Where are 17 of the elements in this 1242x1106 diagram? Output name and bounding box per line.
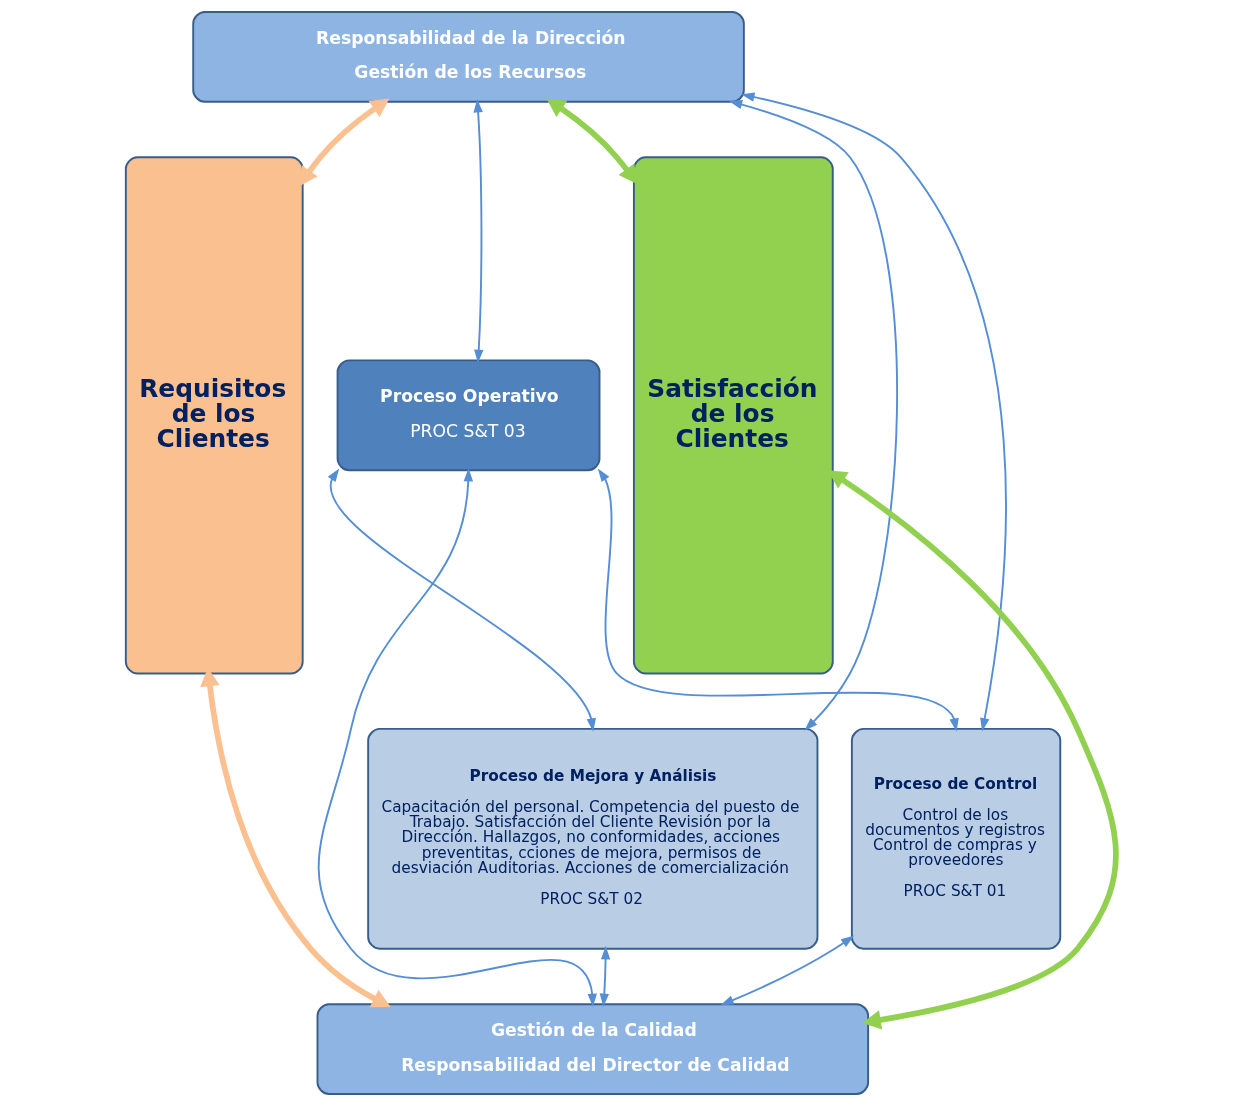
node-box: Requisitos de los Clientes bbox=[124, 156, 304, 675]
arrow bbox=[473, 99, 484, 364]
arrow bbox=[741, 92, 1007, 732]
arrow bbox=[317, 467, 597, 1008]
node-box: Gestión de la Calidad Responsabilidad del Director de Calidad bbox=[316, 1003, 870, 1096]
arrow bbox=[599, 946, 611, 1008]
node-box: Proceso de Control Control de los documentos y registros Control de compras y proveedores PROC S&T 01 bbox=[850, 727, 1062, 950]
arrow bbox=[546, 98, 638, 185]
node-box: Satisfacción de los Clientes bbox=[632, 156, 834, 675]
node-box: Responsabilidad de la Dirección Gestión de los Recursos bbox=[192, 10, 745, 103]
node-box: Proceso Operativo PROC S&T 03 bbox=[336, 359, 601, 472]
arrow bbox=[327, 468, 596, 732]
arrow bbox=[597, 468, 959, 732]
arrow bbox=[728, 100, 898, 731]
arrow bbox=[299, 98, 390, 187]
node-box: Proceso de Mejora y Análisis Capacitación del personal. Competencia del puesto de Trabajo. Satisfacción del Cliente Revisión por la Dirección. Hallazgos, no conformidades, acciones preventitas, cciones de mejora, permisos de desviación Auditorias. Acciones de comercialización PROC S&T 02 bbox=[367, 727, 819, 950]
arrow bbox=[720, 935, 855, 1006]
